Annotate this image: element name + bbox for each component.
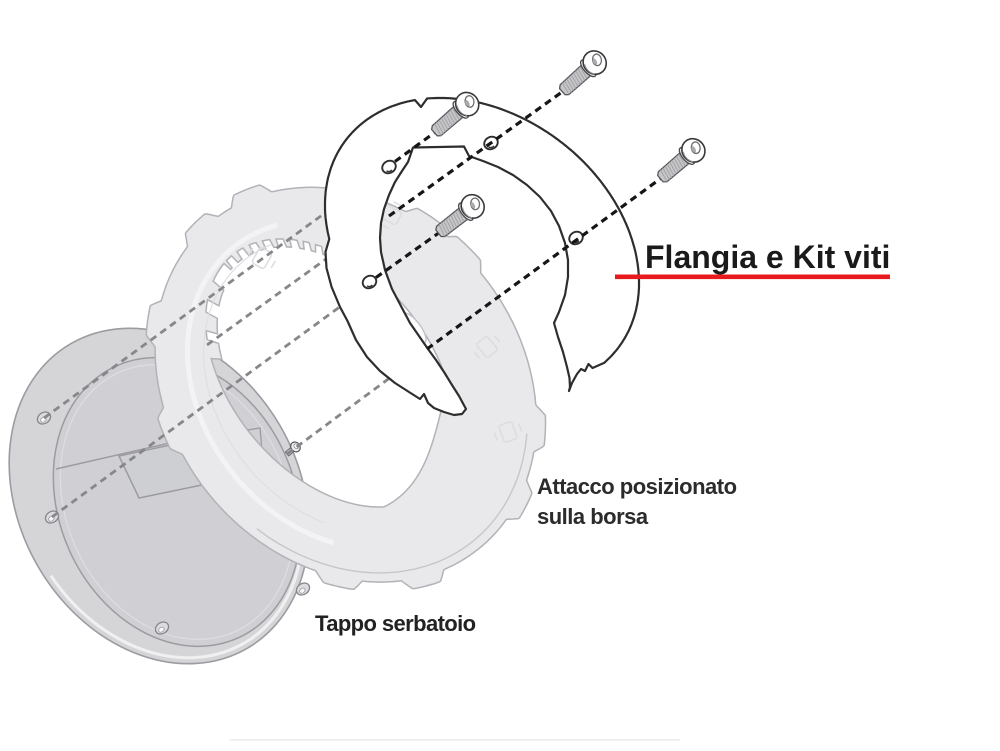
svg-text:Attacco posizionato: Attacco posizionato [537, 474, 737, 499]
svg-text:Flangia e Kit viti: Flangia e Kit viti [645, 239, 890, 275]
svg-text:Tappo serbatoio: Tappo serbatoio [315, 611, 476, 636]
svg-text:sulla borsa: sulla borsa [537, 504, 649, 529]
